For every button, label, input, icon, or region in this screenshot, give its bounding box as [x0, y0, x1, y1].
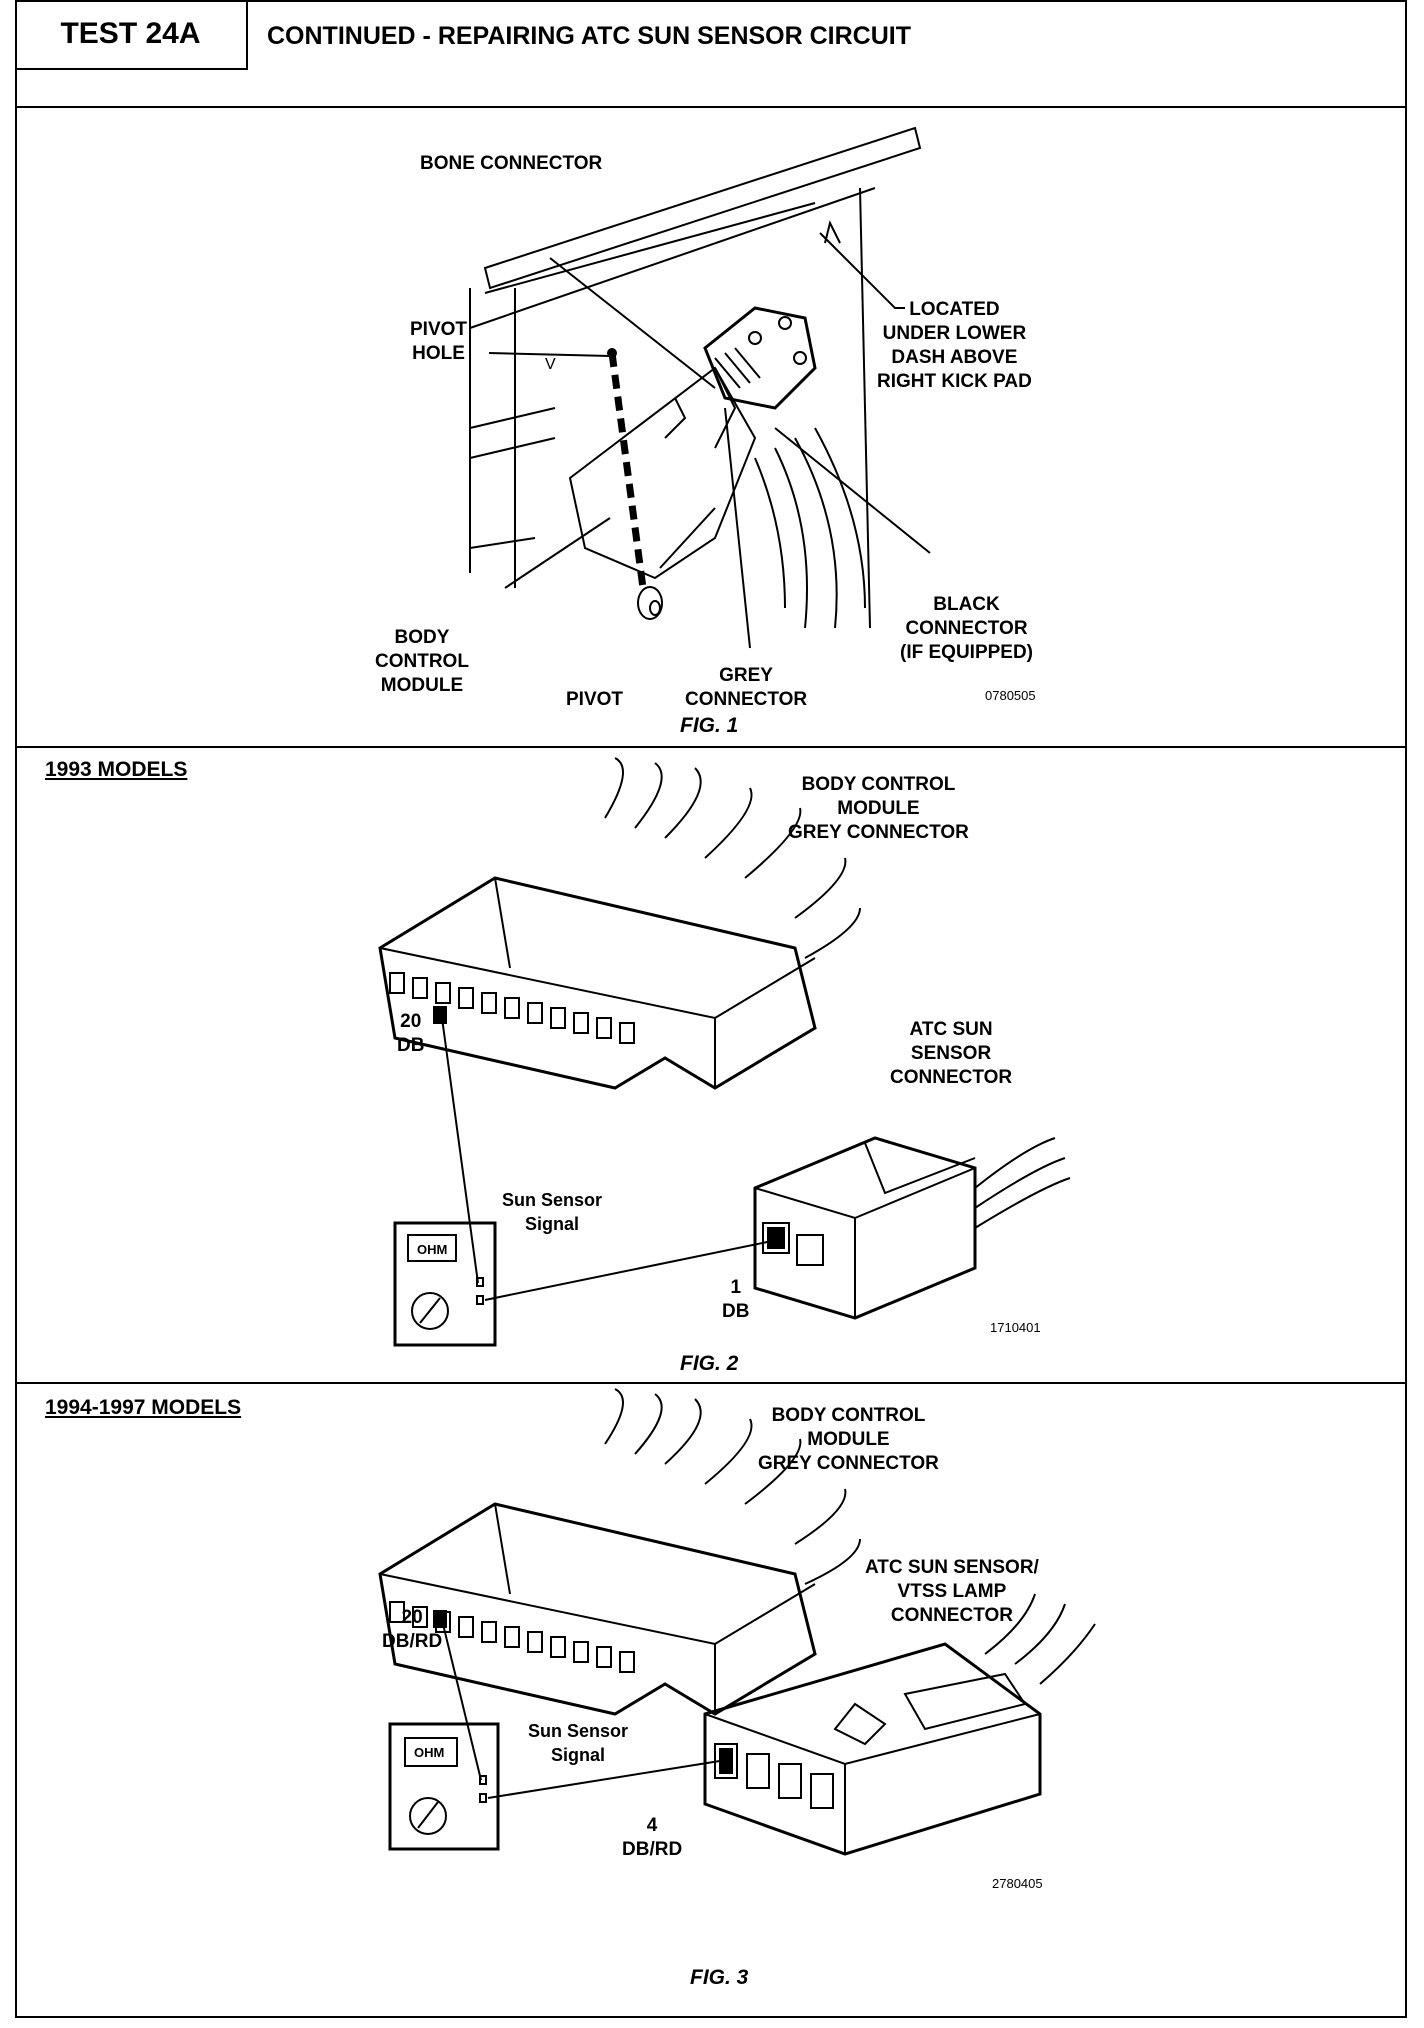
label-body-control-module: BODY CONTROL MODULE	[375, 627, 469, 696]
fig2-code: 1710401	[990, 1320, 1041, 1335]
fig3-label-signal: Sun Sensor Signal	[528, 1721, 629, 1765]
fig3-panel: 1994-1997 MODELS	[15, 1384, 1407, 2018]
fig3-label-bcm-connector: BODY CONTROL MODULE GREY CONNECTOR	[758, 1405, 939, 1474]
fig3-label-sun-connector: ATC SUN SENSOR/ VTSS LAMP CONNECTOR	[865, 1557, 1039, 1626]
label-black-connector: BLACK CONNECTOR (IF EQUIPPED)	[900, 594, 1034, 663]
page-frame	[15, 0, 1407, 2018]
test-id: TEST 24A	[15, 0, 248, 70]
fig2-caption: FIG. 2	[680, 1352, 739, 1375]
label-pivot-hole: PIVOT HOLE	[410, 319, 468, 364]
label-grey-connector: GREY CONNECTOR	[685, 665, 808, 710]
fig2-label-signal: Sun Sensor Signal	[502, 1190, 603, 1234]
fig2-panel: 1993 MODELS	[15, 748, 1407, 1384]
label-v-mark: V	[545, 356, 556, 373]
fig3-code: 2780405	[992, 1876, 1043, 1891]
fig3-caption: FIG. 3	[690, 1966, 749, 1989]
fig1-caption: FIG. 1	[680, 714, 739, 737]
models-1993: 1993 MODELS	[45, 758, 188, 781]
fig3-label-wire-4: 4 DB/RD	[622, 1815, 683, 1860]
fig3-ohm: OHM	[414, 1745, 445, 1760]
header: TEST 24A CONTINUED - REPAIRING ATC SUN S…	[15, 0, 1407, 108]
bcm-pin-row	[389, 972, 635, 1044]
fig2-label-bcm-connector: BODY CONTROL MODULE GREY CONNECTOR	[788, 774, 969, 843]
fig3-label-wire-20: 20 DB/RD	[382, 1607, 443, 1652]
fig3-drawing	[378, 1388, 1096, 1856]
fig1-panel: BONE CONNECTOR PIVOT HOLE V LOCATED UNDE…	[15, 108, 1407, 748]
page-title: CONTINUED - REPAIRING ATC SUN SENSOR CIR…	[267, 22, 911, 50]
label-bone-connector: BONE CONNECTOR	[420, 153, 603, 174]
bcm-pin-row-2	[389, 1601, 635, 1673]
fig2-label-wire-1: 1 DB	[722, 1277, 750, 1322]
fig2-label-sun-connector: ATC SUN SENSOR CONNECTOR	[890, 1019, 1013, 1088]
label-located: LOCATED UNDER LOWER DASH ABOVE RIGHT KIC…	[877, 299, 1032, 392]
fig2-drawing	[378, 757, 1071, 1347]
fig1-code: 0780505	[985, 688, 1036, 703]
label-pivot: PIVOT	[566, 689, 624, 710]
models-1994-1997: 1994-1997 MODELS	[45, 1396, 242, 1419]
fig2-label-wire-20: 20 DB	[397, 1011, 425, 1056]
fig1-drawing	[469, 126, 931, 649]
fig2-ohm: OHM	[417, 1242, 448, 1257]
